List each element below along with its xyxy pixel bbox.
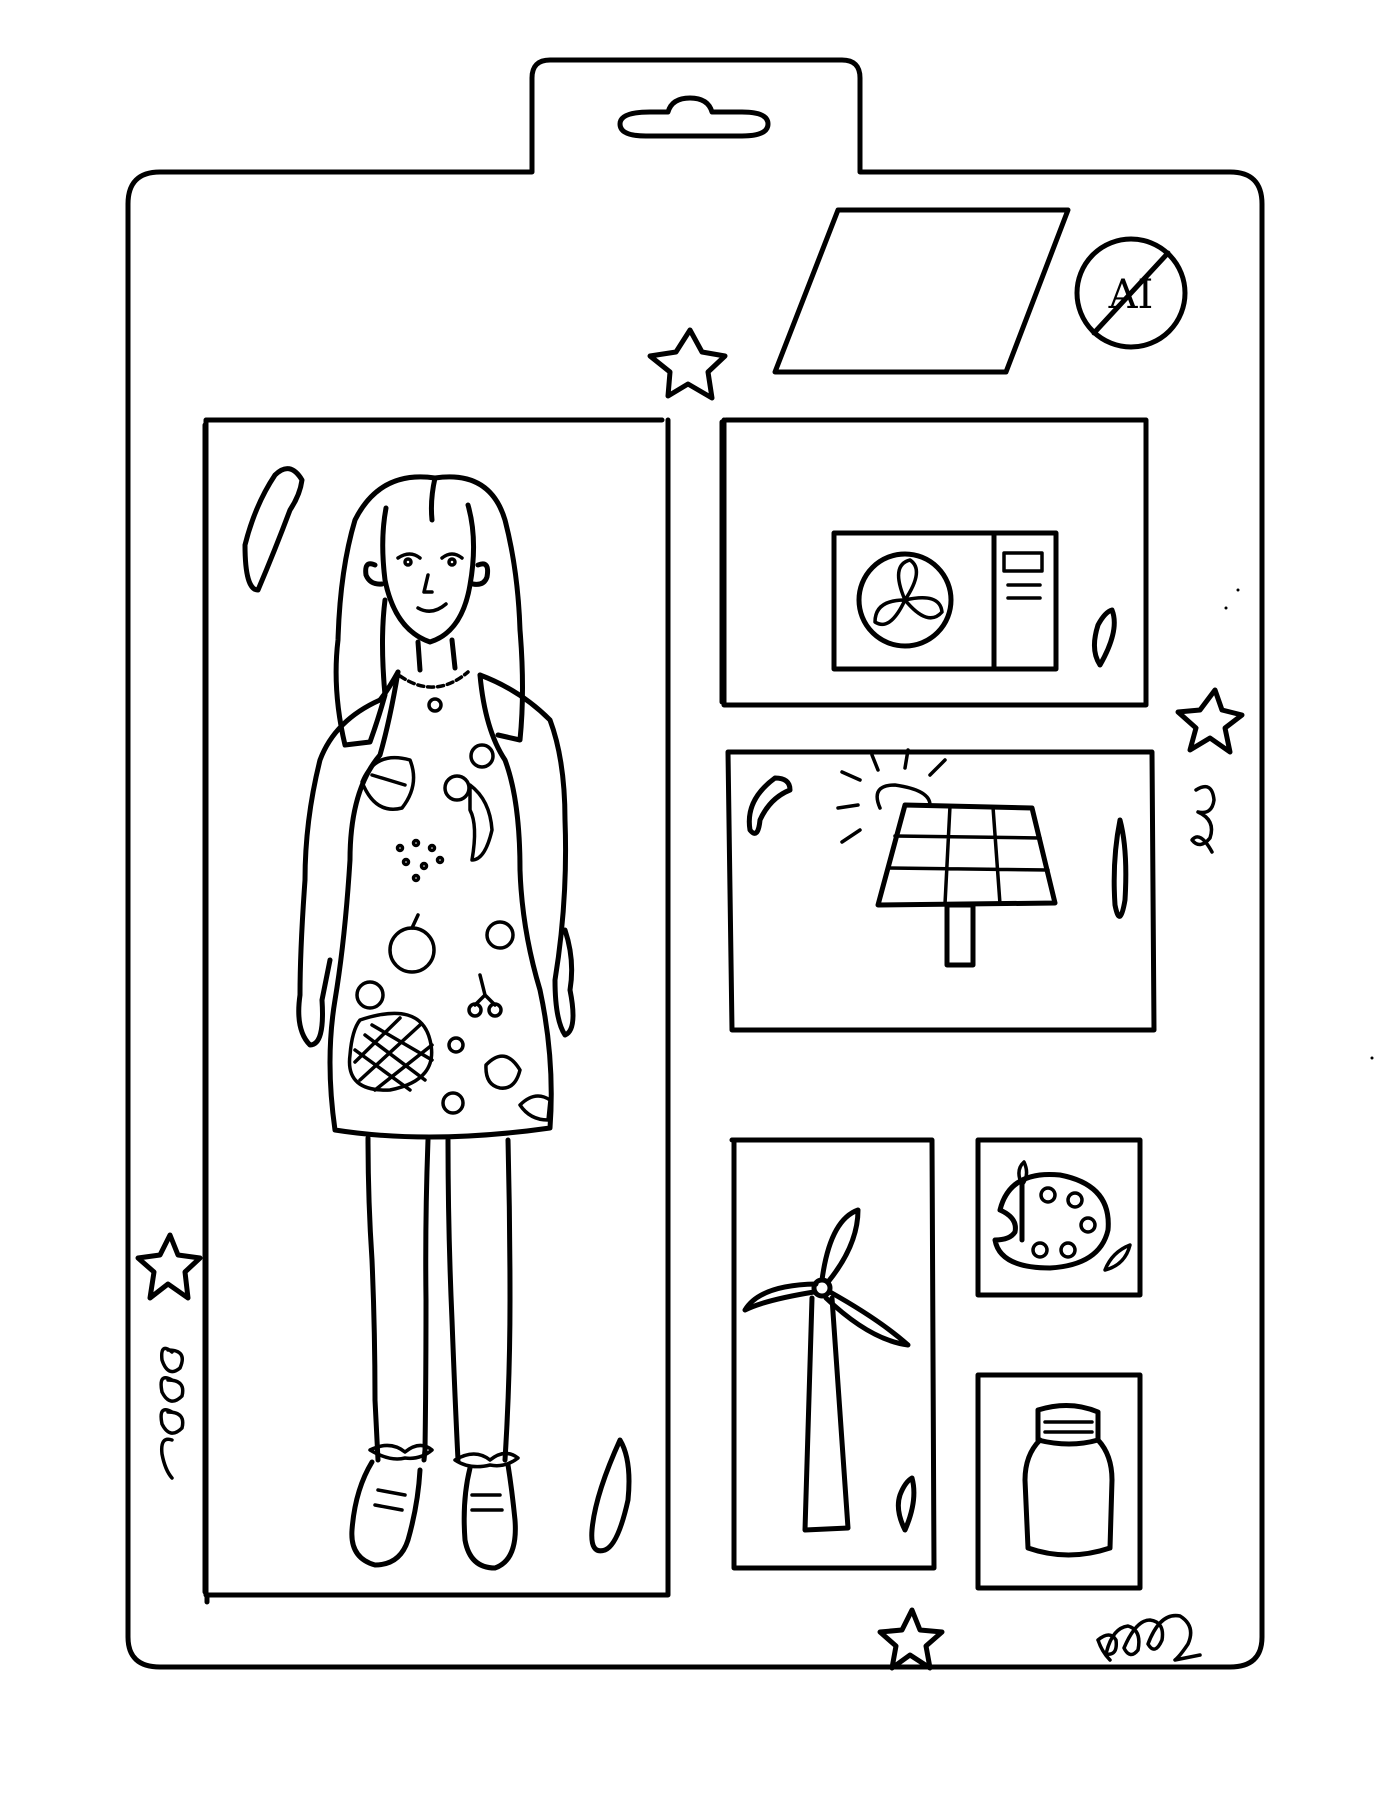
- hang-hole: [617, 95, 771, 139]
- leaf-icon: [589, 1437, 632, 1554]
- swirl-icon: [1190, 784, 1216, 854]
- star-icon: [1175, 687, 1245, 755]
- doll-figure-icon: [296, 474, 576, 1571]
- compartment-air-conditioner: [719, 417, 1149, 708]
- figure-compartment: [202, 417, 671, 1605]
- solar-panel-icon: [836, 748, 1058, 968]
- no-ai-badge: AI: [1074, 236, 1188, 350]
- leaf-icon: [1103, 1243, 1132, 1272]
- leaf-icon: [1111, 817, 1129, 919]
- dot: [1224, 606, 1228, 610]
- compartment-wind-turbine: [729, 1137, 937, 1571]
- leaf-icon: [1092, 607, 1117, 668]
- dot: [1370, 1056, 1374, 1060]
- swirl-icon: [1096, 1613, 1202, 1662]
- jar-icon: [1022, 1403, 1115, 1558]
- star-icon: [877, 1607, 945, 1671]
- wind-turbine-icon: [742, 1207, 911, 1533]
- star-icon: [135, 1232, 203, 1301]
- compartment-jar: [975, 1372, 1143, 1591]
- paint-palette-icon: [992, 1160, 1111, 1271]
- star-icon: [647, 327, 728, 401]
- dot: [1236, 588, 1240, 592]
- leaf-icon: [746, 775, 793, 836]
- swirl-icon: [159, 1346, 185, 1480]
- leaf-icon: [242, 466, 305, 593]
- label-blank: [772, 207, 1071, 375]
- leaf-icon: [895, 1475, 917, 1533]
- air-conditioner-icon: [831, 530, 1059, 672]
- compartment-paint-palette: [975, 1137, 1143, 1298]
- package-outline: [125, 57, 1265, 1670]
- no-ai-slash: [1091, 250, 1171, 336]
- compartment-solar-panel: [725, 748, 1157, 1033]
